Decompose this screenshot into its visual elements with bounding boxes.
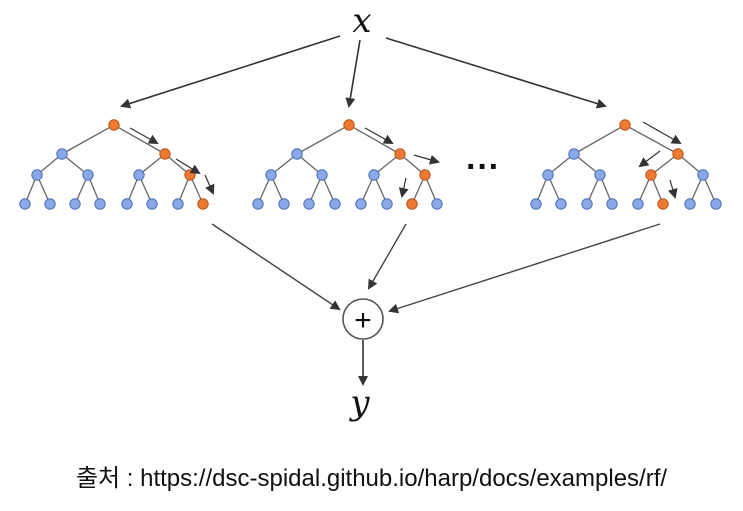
source-caption: 출처 : https://dsc-spidal.github.io/harp/d… bbox=[0, 458, 743, 493]
arrow-tree-3-to-sum bbox=[388, 223, 661, 314]
tree-edges bbox=[24, 124, 204, 205]
leaf-node bbox=[355, 198, 367, 210]
leaf-node bbox=[555, 198, 567, 210]
leaf-node bbox=[19, 198, 31, 210]
path-arrow bbox=[638, 150, 661, 168]
internal-node bbox=[594, 169, 606, 181]
arrow-tree-2-to-sum bbox=[367, 223, 407, 290]
path-arrow bbox=[398, 177, 409, 198]
tree-edge bbox=[624, 124, 679, 155]
tree-edge bbox=[61, 124, 115, 155]
tree-edge bbox=[650, 153, 679, 176]
internal-node bbox=[31, 169, 43, 181]
leaf-node bbox=[278, 198, 290, 210]
arrow-x-to-tree-3 bbox=[385, 37, 607, 109]
active-leaf-node bbox=[406, 198, 418, 210]
leaf-node bbox=[94, 198, 106, 210]
leaf-node bbox=[252, 198, 264, 210]
output-arrows bbox=[211, 223, 661, 314]
decision-path-arrows bbox=[638, 121, 682, 199]
internal-node bbox=[368, 169, 380, 181]
leaf-node bbox=[710, 198, 722, 210]
active-internal-node bbox=[394, 148, 406, 160]
tree-edge bbox=[348, 124, 401, 155]
tree-edge bbox=[573, 124, 626, 155]
arrow-x-to-tree-1 bbox=[120, 35, 341, 109]
active-internal-node bbox=[159, 148, 171, 160]
decision-tree-1 bbox=[19, 119, 215, 210]
path-arrow bbox=[642, 121, 682, 144]
active-leaf-node bbox=[197, 198, 209, 210]
leaf-node bbox=[121, 198, 133, 210]
active-root-node bbox=[343, 119, 355, 131]
decision-path-arrows bbox=[129, 127, 215, 195]
active-leaf-node bbox=[657, 198, 669, 210]
active-internal-node bbox=[672, 148, 684, 160]
leaf-node bbox=[530, 198, 542, 210]
decision-tree-2 bbox=[252, 119, 443, 210]
active-root-node bbox=[619, 119, 631, 131]
leaf-node bbox=[632, 198, 644, 210]
internal-node bbox=[697, 169, 709, 181]
tree-edge bbox=[113, 124, 166, 155]
trees bbox=[19, 119, 722, 210]
decision-tree-3 bbox=[530, 119, 722, 210]
leaf-node bbox=[329, 198, 341, 210]
leaf-node bbox=[303, 198, 315, 210]
active-internal-node bbox=[184, 169, 196, 181]
internal-node bbox=[56, 148, 68, 160]
active-root-node bbox=[108, 119, 120, 131]
sum-symbol: + bbox=[354, 304, 372, 337]
leaf-node bbox=[69, 198, 81, 210]
internal-node bbox=[316, 169, 328, 181]
decision-path-arrows bbox=[364, 127, 440, 198]
leaf-node bbox=[172, 198, 184, 210]
internal-node bbox=[568, 148, 580, 160]
internal-node bbox=[82, 169, 94, 181]
leaf-node bbox=[431, 198, 443, 210]
input-label: x bbox=[352, 1, 371, 41]
path-arrow bbox=[204, 174, 215, 195]
internal-node bbox=[291, 148, 303, 160]
internal-node bbox=[133, 169, 145, 181]
leaf-node bbox=[581, 198, 593, 210]
leaf-node bbox=[146, 198, 158, 210]
path-arrow bbox=[413, 154, 440, 165]
arrow-tree-1-to-sum bbox=[211, 223, 341, 311]
output-label: y bbox=[348, 383, 370, 423]
path-arrow bbox=[667, 179, 678, 199]
path-arrow bbox=[364, 127, 394, 144]
caption-url[interactable]: https://dsc-spidal.github.io/harp/docs/e… bbox=[140, 465, 668, 492]
leaf-node bbox=[606, 198, 618, 210]
internal-node bbox=[542, 169, 554, 181]
leaf-node bbox=[381, 198, 393, 210]
leaf-node bbox=[44, 198, 56, 210]
internal-node bbox=[265, 169, 277, 181]
active-internal-node bbox=[419, 169, 431, 181]
input-arrows bbox=[120, 35, 607, 109]
active-internal-node bbox=[645, 169, 657, 181]
leaf-node bbox=[684, 198, 696, 210]
tree-edge bbox=[296, 124, 350, 155]
path-arrow bbox=[129, 127, 159, 144]
tree-edges bbox=[535, 124, 717, 205]
sum-node: + bbox=[342, 298, 384, 340]
ellipsis: ··· bbox=[466, 148, 500, 186]
tree-edges bbox=[257, 124, 438, 205]
path-arrow bbox=[175, 158, 201, 175]
caption-prefix: 출처 : bbox=[75, 465, 141, 492]
arrow-x-to-tree-2 bbox=[345, 39, 361, 108]
